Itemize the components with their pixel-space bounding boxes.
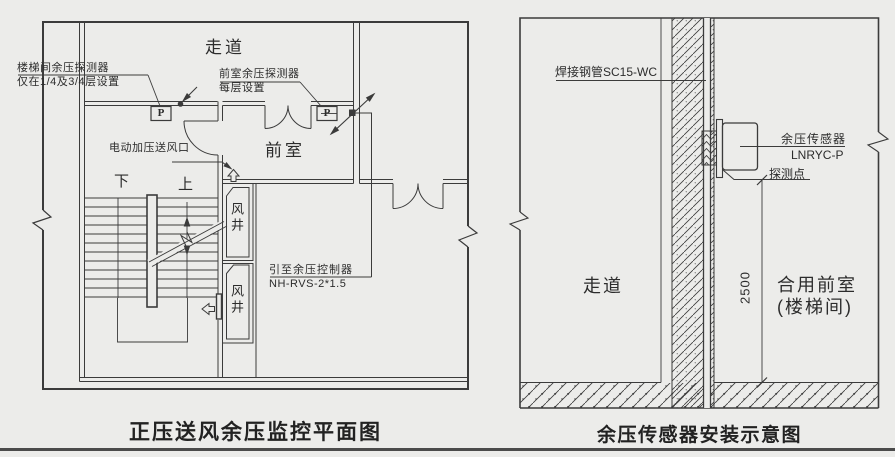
anteroom-detector-note-line2: 每层设置: [219, 82, 265, 94]
plan-caption: 正压送风余压监控平面图: [129, 421, 382, 444]
plan-detector-1: [18, 74, 198, 122]
pressure-detector-symbol-2: P: [323, 107, 331, 119]
stair-up-label: 上: [178, 176, 194, 193]
section-right-break-symbol: [866, 131, 890, 153]
plan-doors: [183, 105, 444, 209]
sensor-note-line1: 余压传感器: [781, 132, 847, 146]
arrowhead-icon: [181, 92, 192, 103]
pressure-detector-symbol-1: P: [157, 107, 165, 119]
lower-double-door: [392, 183, 444, 209]
supply-outlet-note: 电动加压送风口: [109, 142, 190, 154]
section-room-label: 合用前室 (楼梯间): [777, 274, 857, 318]
plan-inner-walls: [79, 22, 468, 382]
probe-point-note: 探测点: [769, 167, 806, 181]
controller-note: 引至余压控制器 NH-RVS-2*1.5: [269, 263, 353, 291]
mounting-height-dimension: 2500: [737, 271, 753, 304]
down-arrowhead: [183, 245, 191, 256]
plan-left-break-symbol: [31, 209, 53, 231]
embedded-conduit: [702, 18, 712, 408]
section-wall: [660, 18, 715, 408]
junction-box: [701, 130, 718, 166]
plan-air-shafts: [222, 183, 254, 344]
stair-detector-note-line2: 仅在1/4及3/4层设置: [17, 76, 120, 88]
plan-stairs: [84, 194, 228, 343]
detector-box: [150, 105, 172, 122]
plan-outer-border: [31, 21, 479, 390]
probe-bracket: [722, 169, 810, 180]
section-left-break-symbol: [508, 211, 530, 231]
wire-to-controller: [355, 112, 372, 277]
section-corridor-label: 走道: [583, 276, 623, 296]
arrowhead-icon: [329, 125, 340, 136]
up-arrowhead: [183, 216, 191, 227]
leader-line: [299, 81, 322, 107]
controller-note-line1: 引至余压控制器: [269, 264, 353, 276]
stair-vent-door: [201, 293, 223, 320]
stair-break-mask: [147, 218, 228, 267]
bottom-rule: [0, 448, 895, 451]
arrowhead-icon: [223, 161, 233, 170]
stair-door: [183, 120, 219, 156]
anteroom-detector-note-line1: 前室余压探测器: [219, 68, 300, 80]
section-caption: 余压传感器安装示意图: [596, 425, 802, 446]
anteroom-detector-note: 前室余压探测器 每层设置: [219, 67, 300, 95]
section-annotations: [556, 80, 845, 388]
controller-note-line2: NH-RVS-2*1.5: [269, 278, 347, 290]
leader-line: [147, 74, 161, 107]
leader-line: [172, 161, 231, 169]
left-flow-arrow-icon: [201, 302, 215, 316]
connection-dot: [177, 101, 184, 107]
section-room-label-line2: (楼梯间): [777, 297, 853, 317]
dimension-2500: [756, 174, 768, 388]
corridor-room-label: 走道: [205, 38, 245, 57]
air-shaft-label-1: 风井: [229, 202, 244, 234]
up-flow-arrow-icon: [226, 168, 241, 182]
stair-stringer: [146, 194, 158, 308]
plan-right-break-symbol: [457, 225, 479, 248]
arrowhead-icon: [365, 92, 376, 102]
sensor-note-line2: LNRYC-P: [791, 148, 844, 162]
mounting-plate: [715, 118, 724, 179]
stair-landing: [117, 298, 188, 343]
plan-detector-2: [220, 81, 376, 278]
anteroom-double-door: [264, 105, 312, 129]
stair-detector-note-line1: 楼梯间余压探测器: [17, 62, 109, 74]
pipe-note: 焊接钢管SC15-WC: [555, 65, 658, 79]
section-room-label-line1: 合用前室: [777, 275, 857, 295]
stair-down-label: 下: [114, 173, 130, 190]
anteroom-room-label: 前室: [265, 141, 305, 160]
connection-square: [349, 109, 356, 116]
plan-supply-outlet: [172, 161, 241, 182]
air-shaft-label-2: 风井: [229, 284, 244, 316]
stair-detector-note: 楼梯间余压探测器 仅在1/4及3/4层设置: [17, 61, 120, 89]
